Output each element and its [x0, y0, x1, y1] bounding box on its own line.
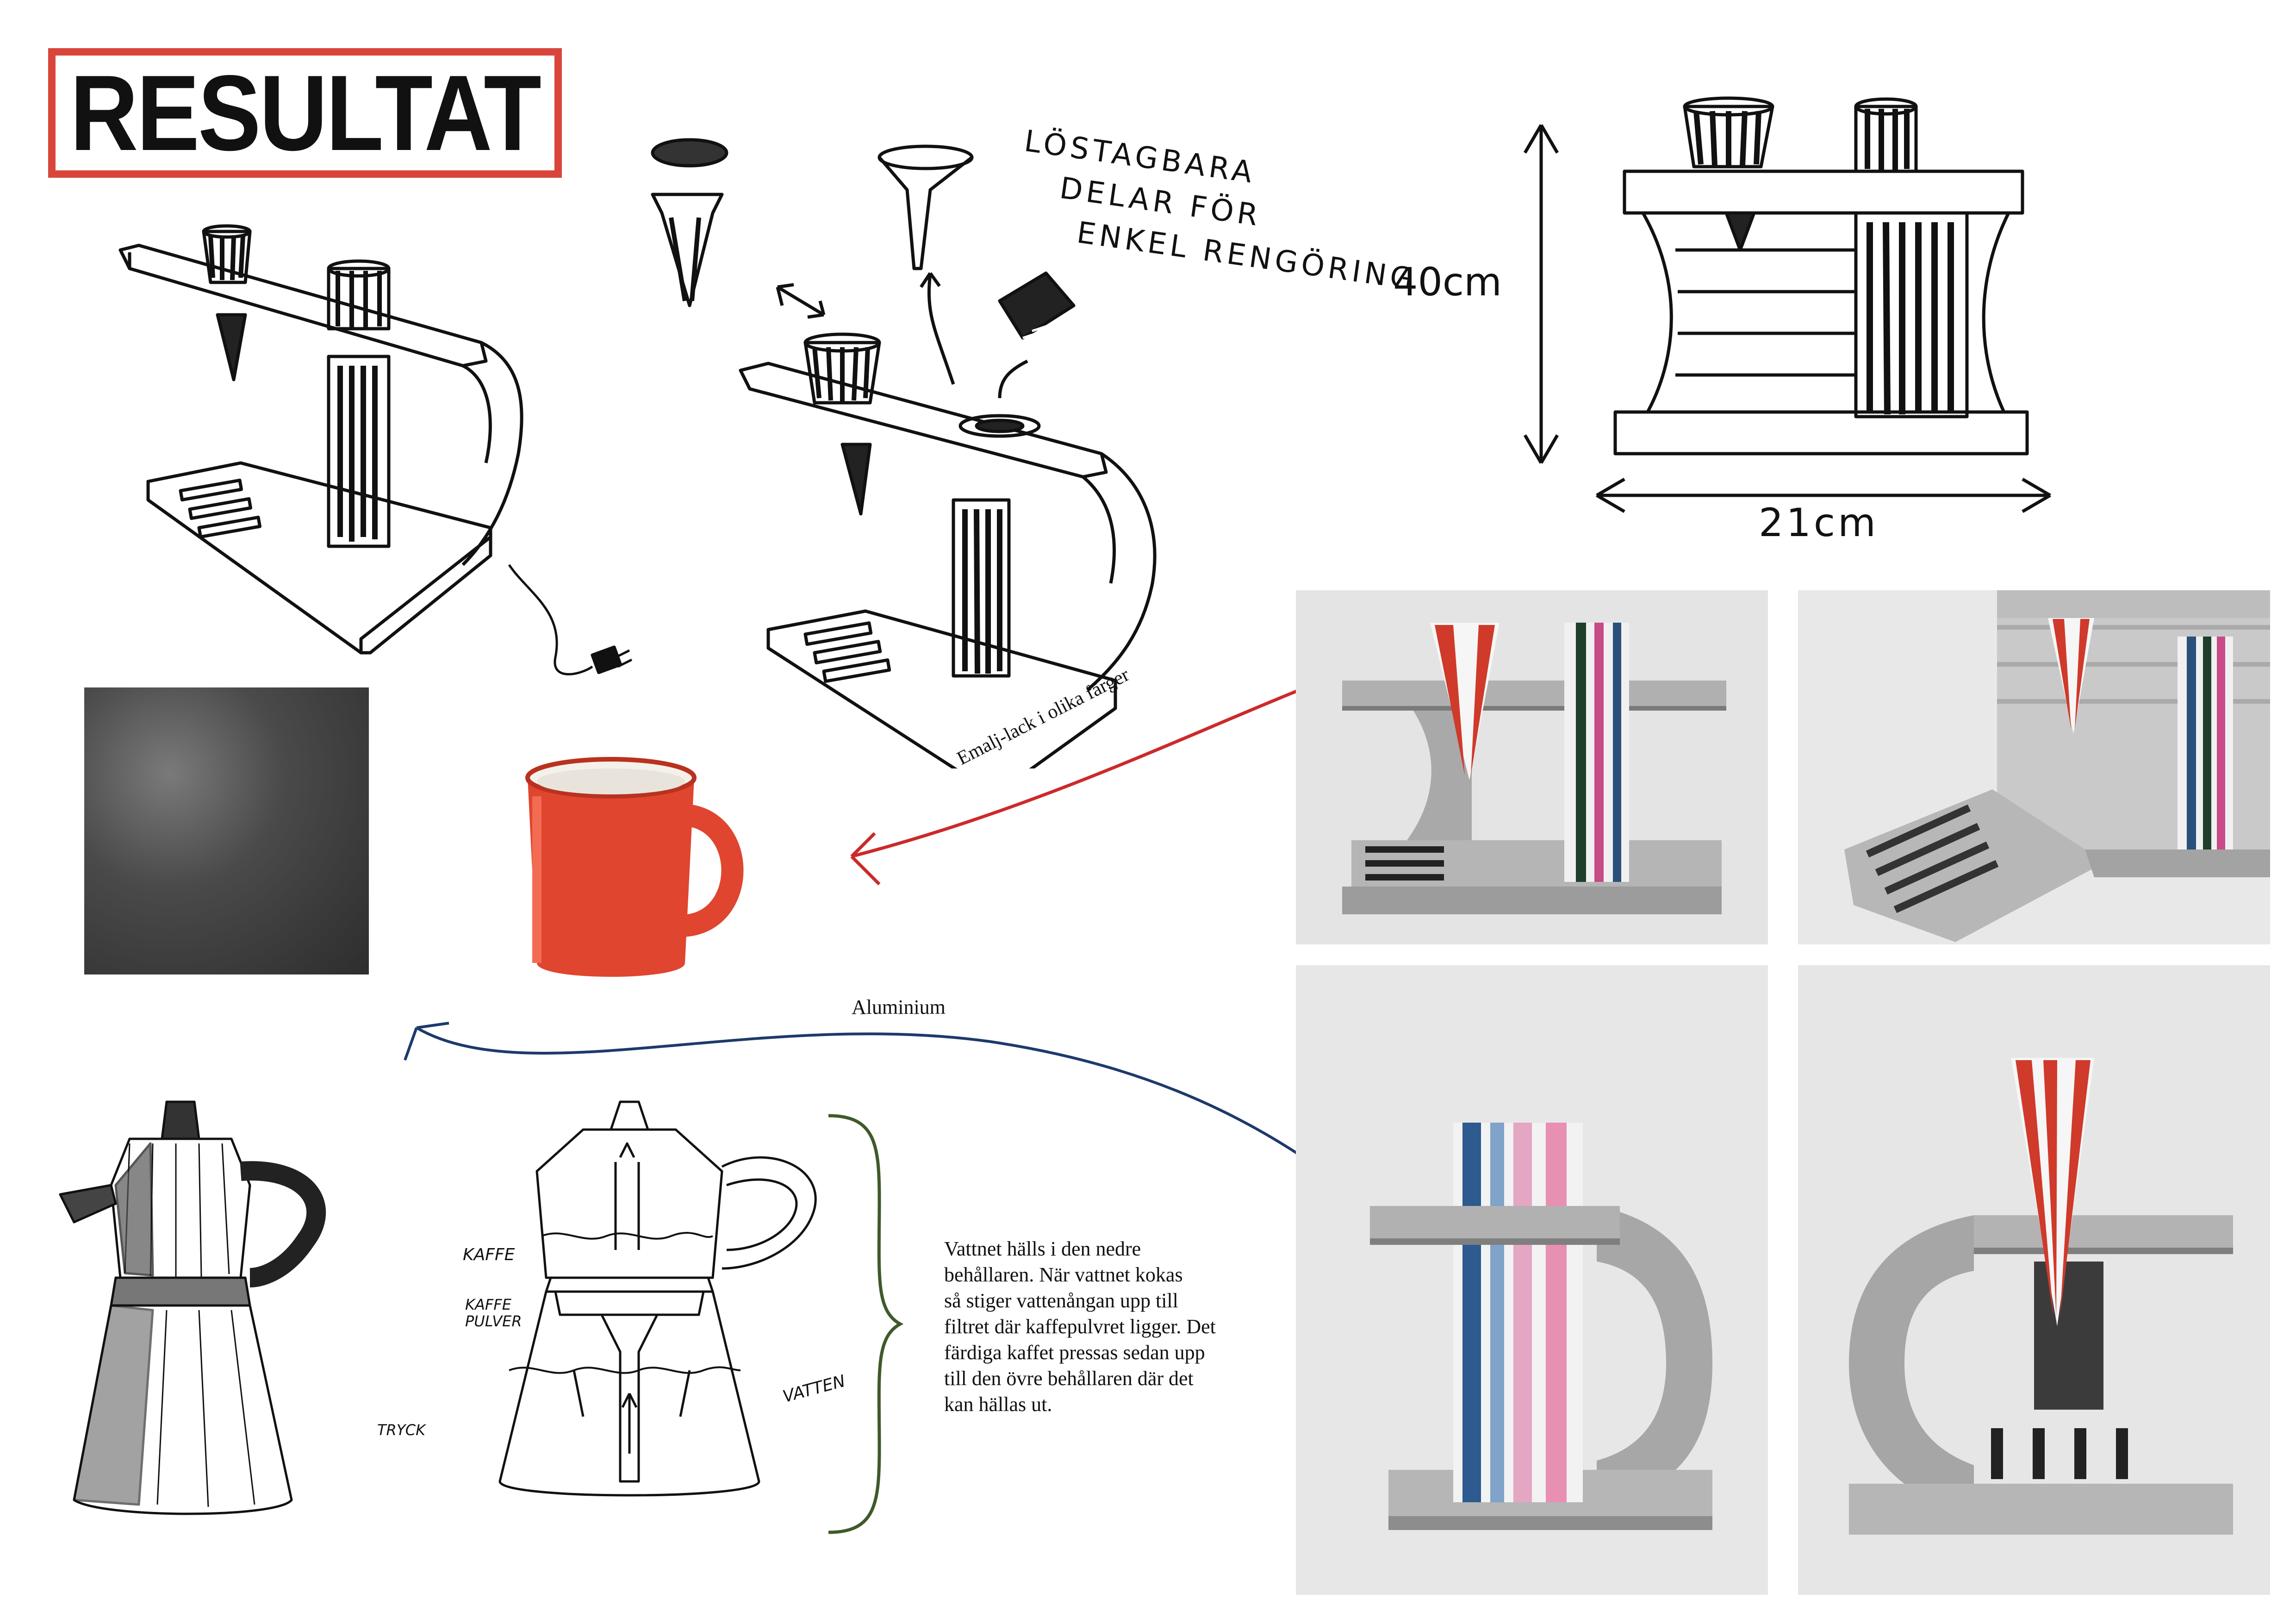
- label-coffee: KAFFE: [463, 1245, 515, 1264]
- sketch-moka-section: [481, 1093, 875, 1546]
- photo-back-curve: [1798, 965, 2270, 1595]
- label-pressure: TRYCK: [377, 1421, 426, 1439]
- desc-line-5: färdiga kaffet pressas sedan upp: [944, 1341, 1205, 1364]
- green-bracket: [828, 1114, 904, 1534]
- width-dimension: 21cm: [1759, 500, 1879, 545]
- desc-line-3: så stiger vattenångan upp till: [944, 1289, 1178, 1312]
- sketch-machine-exploded: [629, 120, 1231, 768]
- desc-line-7: kan hällas ut.: [944, 1393, 1052, 1416]
- label-coffee-powder-2: PULVER: [465, 1312, 522, 1330]
- desc-line-1: Vattnet hälls i den nedre: [944, 1237, 1141, 1260]
- title-box: RESULTAT: [48, 48, 562, 178]
- desc-line-4: filtret där kaffepulvret ligger. Det: [944, 1315, 1216, 1338]
- label-coffee-powder: KAFFE PULVER: [465, 1296, 522, 1330]
- desc-line-6: till den övre behållaren där det: [944, 1367, 1194, 1390]
- enamel-mug: [509, 750, 768, 993]
- photo-angle-grille: [1798, 590, 2270, 944]
- moka-description: Vattnet hälls i den nedre behållaren. Nä…: [944, 1236, 1277, 1418]
- aluminium-label: Aluminium: [852, 996, 946, 1018]
- sketch-front-view: [1504, 93, 2106, 579]
- sketch-machine-cord: [111, 213, 690, 699]
- desc-line-2: behållaren. När vattnet kokas: [944, 1263, 1183, 1286]
- page-title: RESULTAT: [70, 53, 541, 173]
- photo-side-column: [1296, 965, 1768, 1595]
- label-coffee-powder-1: KAFFE: [465, 1296, 511, 1313]
- aluminium-swatch: [84, 687, 369, 974]
- sketch-moka-pot: [46, 1093, 370, 1555]
- photo-front-red-cone: [1296, 590, 1768, 944]
- height-dimension: 40cm: [1393, 259, 1502, 305]
